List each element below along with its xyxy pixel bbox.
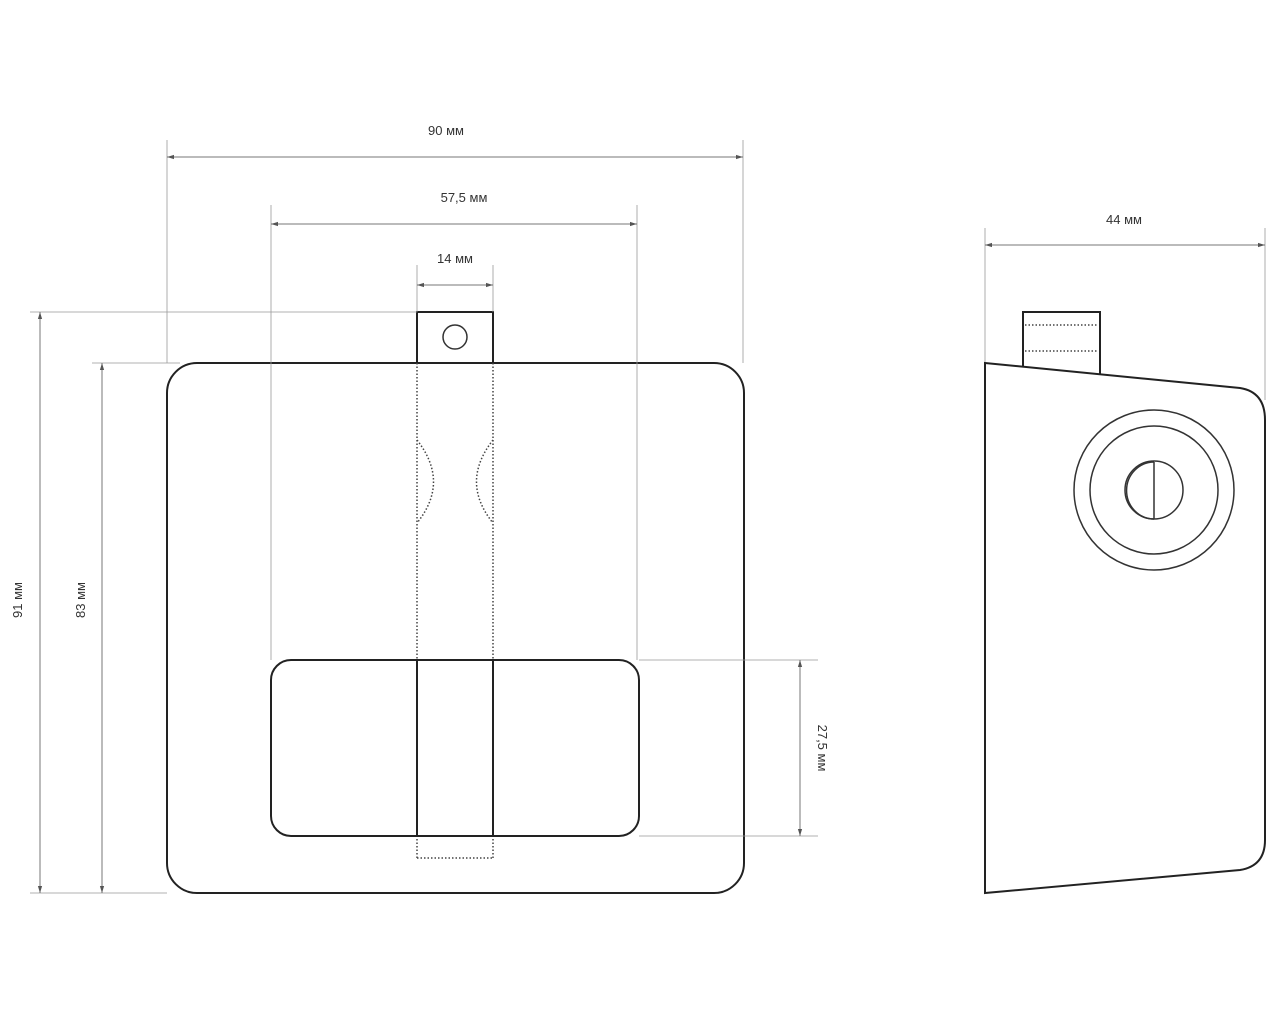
extension-lines [30,140,1266,894]
dimension-label: 44 мм [1106,212,1142,227]
keyhole-cylinder [1125,461,1155,520]
dimension-width-90: 90 мм [167,123,743,160]
dimension-label: 27,5 мм [815,725,830,772]
dimension-depth-44: 44 мм [985,212,1265,248]
hidden-arc-left [416,439,435,524]
dimension-label: 90 мм [428,123,464,138]
dimension-label: 83 мм [73,582,88,618]
dimension-height-91: 91 мм [10,312,43,893]
side-view [984,311,1266,895]
dimension-width-57-5: 57,5 мм [271,190,637,227]
side-body-outline [984,361,1266,895]
tab-hole [442,324,468,350]
dimension-height-27-5: 27,5 мм [797,660,830,836]
handle-recess [270,659,640,837]
hidden-arc-right [475,439,494,524]
lock-inner-ring [1089,425,1219,555]
side-tab [1022,311,1101,374]
dimension-label: 14 мм [437,251,473,266]
dimension-height-83: 83 мм [73,363,105,893]
dimension-label: 91 мм [10,582,25,618]
dimension-label: 57,5 мм [441,190,488,205]
dimension-width-14: 14 мм [417,251,493,288]
body-outline [166,362,745,894]
lock-outer-ring [1073,409,1235,571]
front-view [166,311,745,894]
tab-outline [416,311,494,364]
